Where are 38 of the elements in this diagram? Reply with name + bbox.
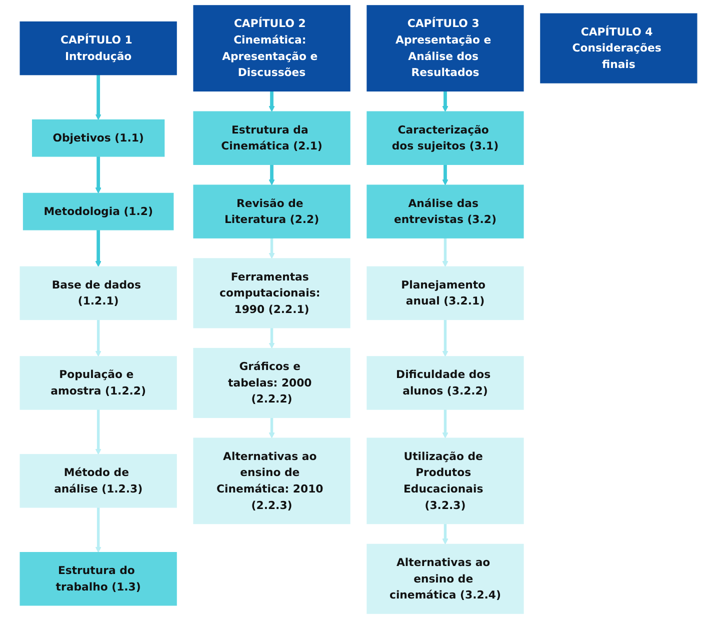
node-box: Revisão de Literatura (2.2) bbox=[193, 184, 350, 238]
arrow bbox=[95, 156, 102, 194]
node-box: População e amostra (1.2.2) bbox=[20, 356, 177, 410]
node-box: Alternativas ao ensino de cinemática (3.2.4) bbox=[366, 544, 524, 614]
arrow bbox=[268, 164, 275, 186]
node-box: Estrutura da Cinemática (2.1) bbox=[193, 111, 350, 165]
arrow bbox=[442, 524, 448, 544]
node-box: Objetivos (1.1) bbox=[32, 119, 165, 157]
node-box: Método de análise (1.2.3) bbox=[20, 454, 177, 508]
node-box: Ferramentas computacionais: 1990 (2.2.1) bbox=[193, 258, 350, 328]
arrow bbox=[95, 410, 102, 455]
node-box: Caracterização dos sujeitos (3.1) bbox=[366, 111, 524, 165]
arrow bbox=[268, 418, 275, 438]
arrow bbox=[268, 91, 275, 112]
node-box: Utilização de Produtos Educacionais (3.2.3) bbox=[366, 438, 524, 524]
arrow bbox=[442, 320, 448, 357]
node-box: Estrutura do trabalho (1.3) bbox=[20, 552, 177, 606]
arrow bbox=[95, 74, 102, 120]
arrow bbox=[268, 238, 275, 259]
node-box: Planejamento anual (3.2.1) bbox=[366, 266, 524, 320]
node-box: Base de dados (1.2.1) bbox=[20, 266, 177, 320]
arrow bbox=[442, 410, 448, 438]
node-box: Gráficos e tabelas: 2000 (2.2.2) bbox=[193, 348, 350, 418]
arrow bbox=[268, 328, 275, 349]
node-box: Análise das entrevistas (3.2) bbox=[366, 184, 524, 238]
arrow bbox=[442, 238, 448, 267]
node-box: Dificuldade dos alunos (3.2.2) bbox=[366, 356, 524, 410]
arrow bbox=[95, 507, 102, 553]
node-box: CAPÍTULO 3 Apresentação e Análise dos Resultados bbox=[366, 5, 524, 92]
node-box: CAPÍTULO 1 Introdução bbox=[20, 21, 177, 76]
node-box: Metodologia (1.2) bbox=[22, 192, 174, 230]
arrow bbox=[95, 230, 102, 267]
node-box: Alternativas ao ensino de Cinemática: 2010 (2.2.3) bbox=[193, 438, 350, 524]
arrow bbox=[95, 320, 102, 357]
node-box: CAPÍTULO 4 Considerações finais bbox=[540, 13, 698, 84]
arrow bbox=[442, 164, 448, 186]
node-box: CAPÍTULO 2 Cinemática: Apresentação e Discussões bbox=[193, 5, 350, 92]
arrow bbox=[442, 91, 448, 112]
